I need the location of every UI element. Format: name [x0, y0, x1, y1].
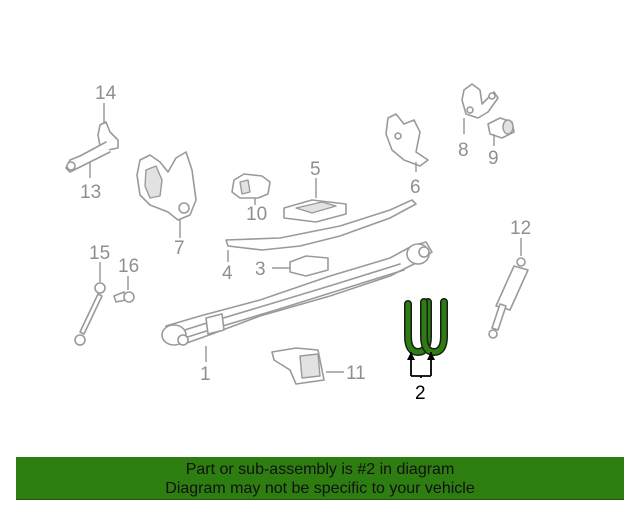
part-14-bracket[interactable] — [65, 121, 119, 173]
part-7-hanger[interactable] — [136, 151, 197, 221]
part-12-shock-absorber[interactable] — [488, 257, 529, 339]
callout-5: 5 — [310, 159, 321, 180]
part-4-leaf[interactable] — [225, 199, 417, 251]
part-5-spacer[interactable] — [283, 199, 347, 223]
part-16-bolt[interactable] — [113, 291, 135, 303]
callout-3: 3 — [255, 259, 266, 280]
callout-8: 8 — [458, 140, 469, 161]
callout-6: 6 — [410, 177, 421, 198]
leader-2 — [407, 352, 435, 378]
banner-line-1: Part or sub-assembly is #2 in diagram — [185, 461, 455, 478]
part-6-shackle-plate[interactable] — [385, 113, 429, 167]
callout-4: 4 — [222, 263, 233, 284]
part-8-shackle[interactable] — [461, 83, 499, 119]
callout-10: 10 — [246, 204, 267, 225]
callout-9: 9 — [488, 148, 499, 169]
part-15-link[interactable] — [74, 282, 106, 346]
callout-7: 7 — [174, 238, 185, 259]
part-10-bracket[interactable] — [231, 173, 271, 199]
banner-line-2: Diagram may not be specific to your vehi… — [165, 480, 475, 497]
part-3-pad[interactable] — [289, 255, 329, 277]
callout-13: 13 — [80, 182, 101, 203]
callout-15: 15 — [89, 243, 110, 264]
part-11-bump-stop[interactable] — [271, 347, 325, 385]
callout-11: 11 — [346, 363, 366, 384]
callout-16: 16 — [118, 256, 139, 277]
callout-2: 2 — [415, 383, 426, 404]
callout-12: 12 — [510, 218, 531, 239]
callout-1: 1 — [200, 364, 211, 385]
parts-diagram: 14 13 7 10 5 4 3 1 — [65, 83, 531, 404]
part-1-leaf-spring[interactable] — [161, 241, 433, 346]
part-2-u-bolts[interactable] — [404, 298, 448, 357]
part-9-bushing[interactable] — [487, 117, 515, 139]
callout-14: 14 — [95, 83, 117, 104]
info-banner: Part or sub-assembly is #2 in diagram Di… — [16, 457, 624, 500]
